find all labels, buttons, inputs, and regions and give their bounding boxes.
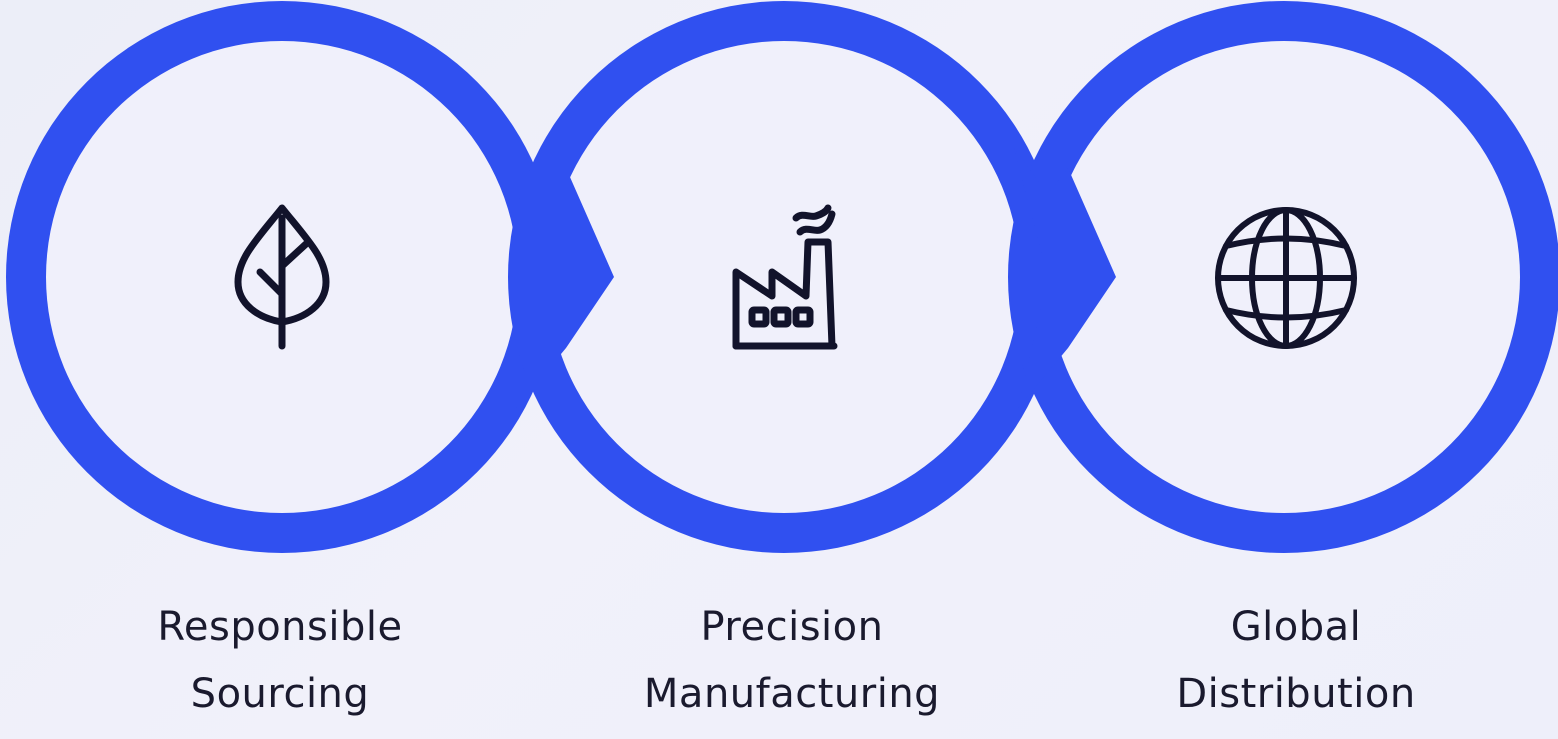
step-label-3-line1: Global bbox=[1230, 604, 1362, 650]
step-label-2-line1: Precision bbox=[700, 604, 884, 650]
step-label-3-line2: Distribution bbox=[1176, 671, 1416, 717]
step-label-2-line2: Manufacturing bbox=[643, 671, 941, 717]
step-label-2: Precision Manufacturing bbox=[592, 594, 992, 728]
factory-icon bbox=[732, 204, 838, 350]
step-label-3: Global Distribution bbox=[1096, 594, 1496, 728]
globe-icon bbox=[1215, 207, 1357, 349]
step-label-1: Responsible Sourcing bbox=[80, 594, 480, 728]
step-label-1-line1: Responsible bbox=[157, 604, 403, 650]
leaf-icon bbox=[234, 204, 330, 350]
step-label-1-line2: Sourcing bbox=[190, 671, 370, 717]
